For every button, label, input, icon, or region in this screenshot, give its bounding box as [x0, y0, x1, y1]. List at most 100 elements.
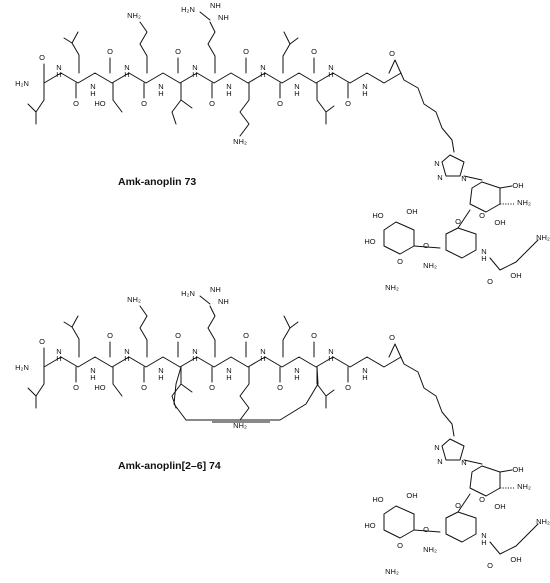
- nh2-cyclitol-label: NH₂: [423, 545, 437, 554]
- ho-sugar-label-2: HO: [364, 237, 375, 246]
- leu-sidechain-4: [316, 82, 335, 113]
- label-line: H: [260, 354, 265, 363]
- ile-branch: [180, 383, 193, 393]
- oh-label: OH: [494, 218, 505, 227]
- label-line: H: [294, 89, 299, 98]
- label-line: N: [481, 531, 486, 540]
- oh-sugar-label: OH: [406, 491, 417, 500]
- label-line: H: [481, 254, 486, 263]
- label-line: H: [362, 373, 367, 382]
- arg-sidechain: [207, 305, 216, 358]
- label-line: H: [124, 354, 129, 363]
- guanidine-nh-label: NH: [218, 13, 229, 22]
- label-line: N: [56, 347, 61, 356]
- guanidine-h2n-label: H₂N: [181, 289, 195, 298]
- linker-carbonyl-o: O: [389, 49, 395, 58]
- guanidine-nh-label: NH: [218, 297, 229, 306]
- carbonyl-o-label: O: [141, 99, 147, 108]
- sugar-ring-2: [383, 505, 415, 539]
- nh2-sugar-label: NH₂: [517, 482, 531, 491]
- label-line: H: [192, 354, 197, 363]
- lys-sidechain-2: [239, 82, 250, 137]
- caption-molecule-1: Amk-anoplin 73: [118, 176, 196, 188]
- triazole-sugar-bond: [463, 459, 483, 465]
- triazole-n-label: N: [461, 174, 466, 183]
- label-line: H: [226, 373, 231, 382]
- ile-sidechain: [171, 82, 182, 125]
- carbonyl-o-label: O: [73, 383, 79, 392]
- ring-o-label: O: [479, 211, 485, 220]
- nh2-label: NH₂: [127, 295, 141, 304]
- carbonyl-o-label: O: [39, 337, 45, 346]
- ring-o-label: O: [479, 495, 485, 504]
- carbonyl-o-label: O: [311, 331, 317, 340]
- arg-sidechain: [207, 21, 216, 74]
- ring-o-label-2: O: [397, 541, 403, 550]
- hydrocarbon-staple: [173, 366, 319, 421]
- leu-branch: [71, 315, 79, 328]
- label-line: N: [192, 347, 197, 356]
- label-line: N: [90, 82, 95, 91]
- label-line: H: [226, 89, 231, 98]
- carbonyl-o-label: O: [345, 383, 351, 392]
- ile-branch: [180, 99, 193, 109]
- ahb-sidechain: [489, 239, 539, 271]
- thr-sidechain: [112, 366, 123, 397]
- ahb-oh-label: OH: [510, 555, 521, 564]
- h2n-terminal-label: H₂N: [15, 79, 29, 88]
- ahb-o-label: O: [487, 561, 493, 570]
- carbonyl-o-label: O: [141, 383, 147, 392]
- label-line: N: [362, 82, 367, 91]
- leu-branch: [283, 315, 291, 329]
- leu-sidechain-1: [27, 82, 45, 113]
- lys-sidechain-1: [139, 21, 148, 74]
- label-line: H: [124, 70, 129, 79]
- leu-sidechain-2: [63, 321, 80, 358]
- ahb-sidechain: [489, 523, 539, 555]
- nh2-sugar-label-2: NH₂: [385, 567, 399, 576]
- label-line: N: [294, 366, 299, 375]
- oh-label: OH: [494, 502, 505, 511]
- carbonyl-o-label: O: [39, 53, 45, 62]
- peptide-backbone: [43, 356, 402, 368]
- label-line: N: [260, 63, 265, 72]
- sugar-ring-1: [469, 181, 501, 213]
- carbonyl-o-label: O: [73, 99, 79, 108]
- carbonyl-o-label: O: [107, 47, 113, 56]
- sugar-ring-1: [469, 465, 501, 497]
- label-line: H: [328, 70, 333, 79]
- sugar-oh-bond: [499, 185, 513, 189]
- label-line: N: [362, 366, 367, 375]
- peptide-backbone: [43, 72, 402, 84]
- thr-sidechain: [112, 82, 123, 113]
- guanidine-bond: [199, 295, 211, 305]
- nh2-cyclitol-label: NH₂: [423, 261, 437, 270]
- label-line: H: [90, 89, 95, 98]
- ho-sugar-label: HO: [372, 495, 383, 504]
- label-line: N: [481, 247, 486, 256]
- label-line: N: [260, 347, 265, 356]
- label-line: H: [362, 89, 367, 98]
- ahb-nh2-label: NH₂: [536, 233, 550, 242]
- h2n-terminal-label: H₂N: [15, 363, 29, 372]
- ahb-oh-label: OH: [510, 271, 521, 280]
- nh2-label-2: NH₂: [233, 137, 247, 146]
- label-line: N: [56, 63, 61, 72]
- triazole-n-label: N: [437, 457, 442, 466]
- triazole-n-label: N: [434, 443, 439, 452]
